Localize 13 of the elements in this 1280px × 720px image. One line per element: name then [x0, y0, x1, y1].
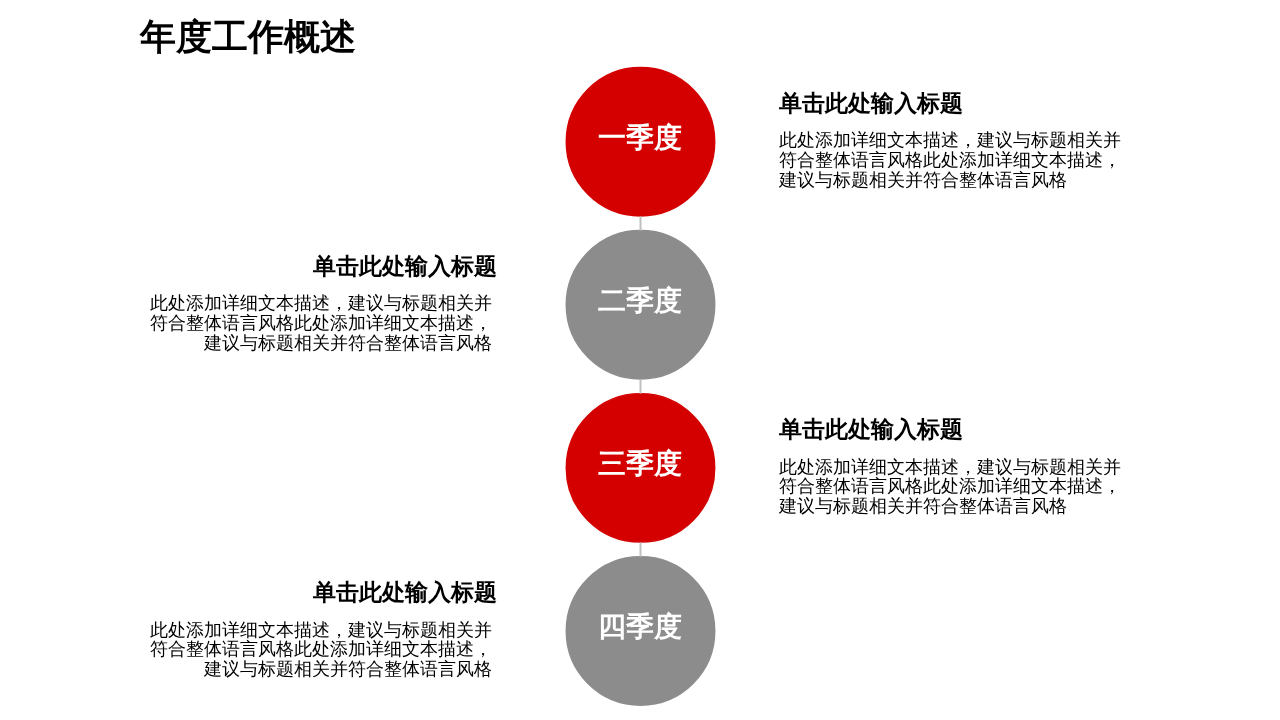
node-circle: 一季度 [565, 66, 715, 217]
node-label: 此处添加详细文本描述，建议与标题相关并符合整体语言风格此处添加详细文本描述，建议与标题相关并符合整体语言风格 [778, 129, 1121, 190]
node-label: 单击此处输入标题 [778, 89, 963, 116]
node-circle: 三季度 [565, 392, 715, 543]
node-label: 单击此处输入标题 [312, 252, 497, 279]
node-circle: 四季度 [565, 556, 715, 706]
node-label: 此处添加详细文本描述，建议与标题相关并符合整体语言风格此处添加详细文本描述，建议与标题相关并符合整体语言风格 [149, 618, 492, 680]
node-circle: 二季度 [565, 229, 715, 380]
node-label: 单击此处输入标题 [778, 415, 963, 442]
node-label: 此处添加详细文本描述，建议与标题相关并符合整体语言风格此处添加详细文本描述，建议与标题相关并符合整体语言风格 [778, 455, 1121, 517]
node-label: 此处添加详细文本描述，建议与标题相关并符合整体语言风格此处添加详细文本描述，建议与标题相关并符合整体语言风格 [149, 292, 492, 353]
node-label: 单击此处输入标题 [312, 578, 497, 605]
diagram-title: 年度工作概述 [139, 14, 356, 58]
